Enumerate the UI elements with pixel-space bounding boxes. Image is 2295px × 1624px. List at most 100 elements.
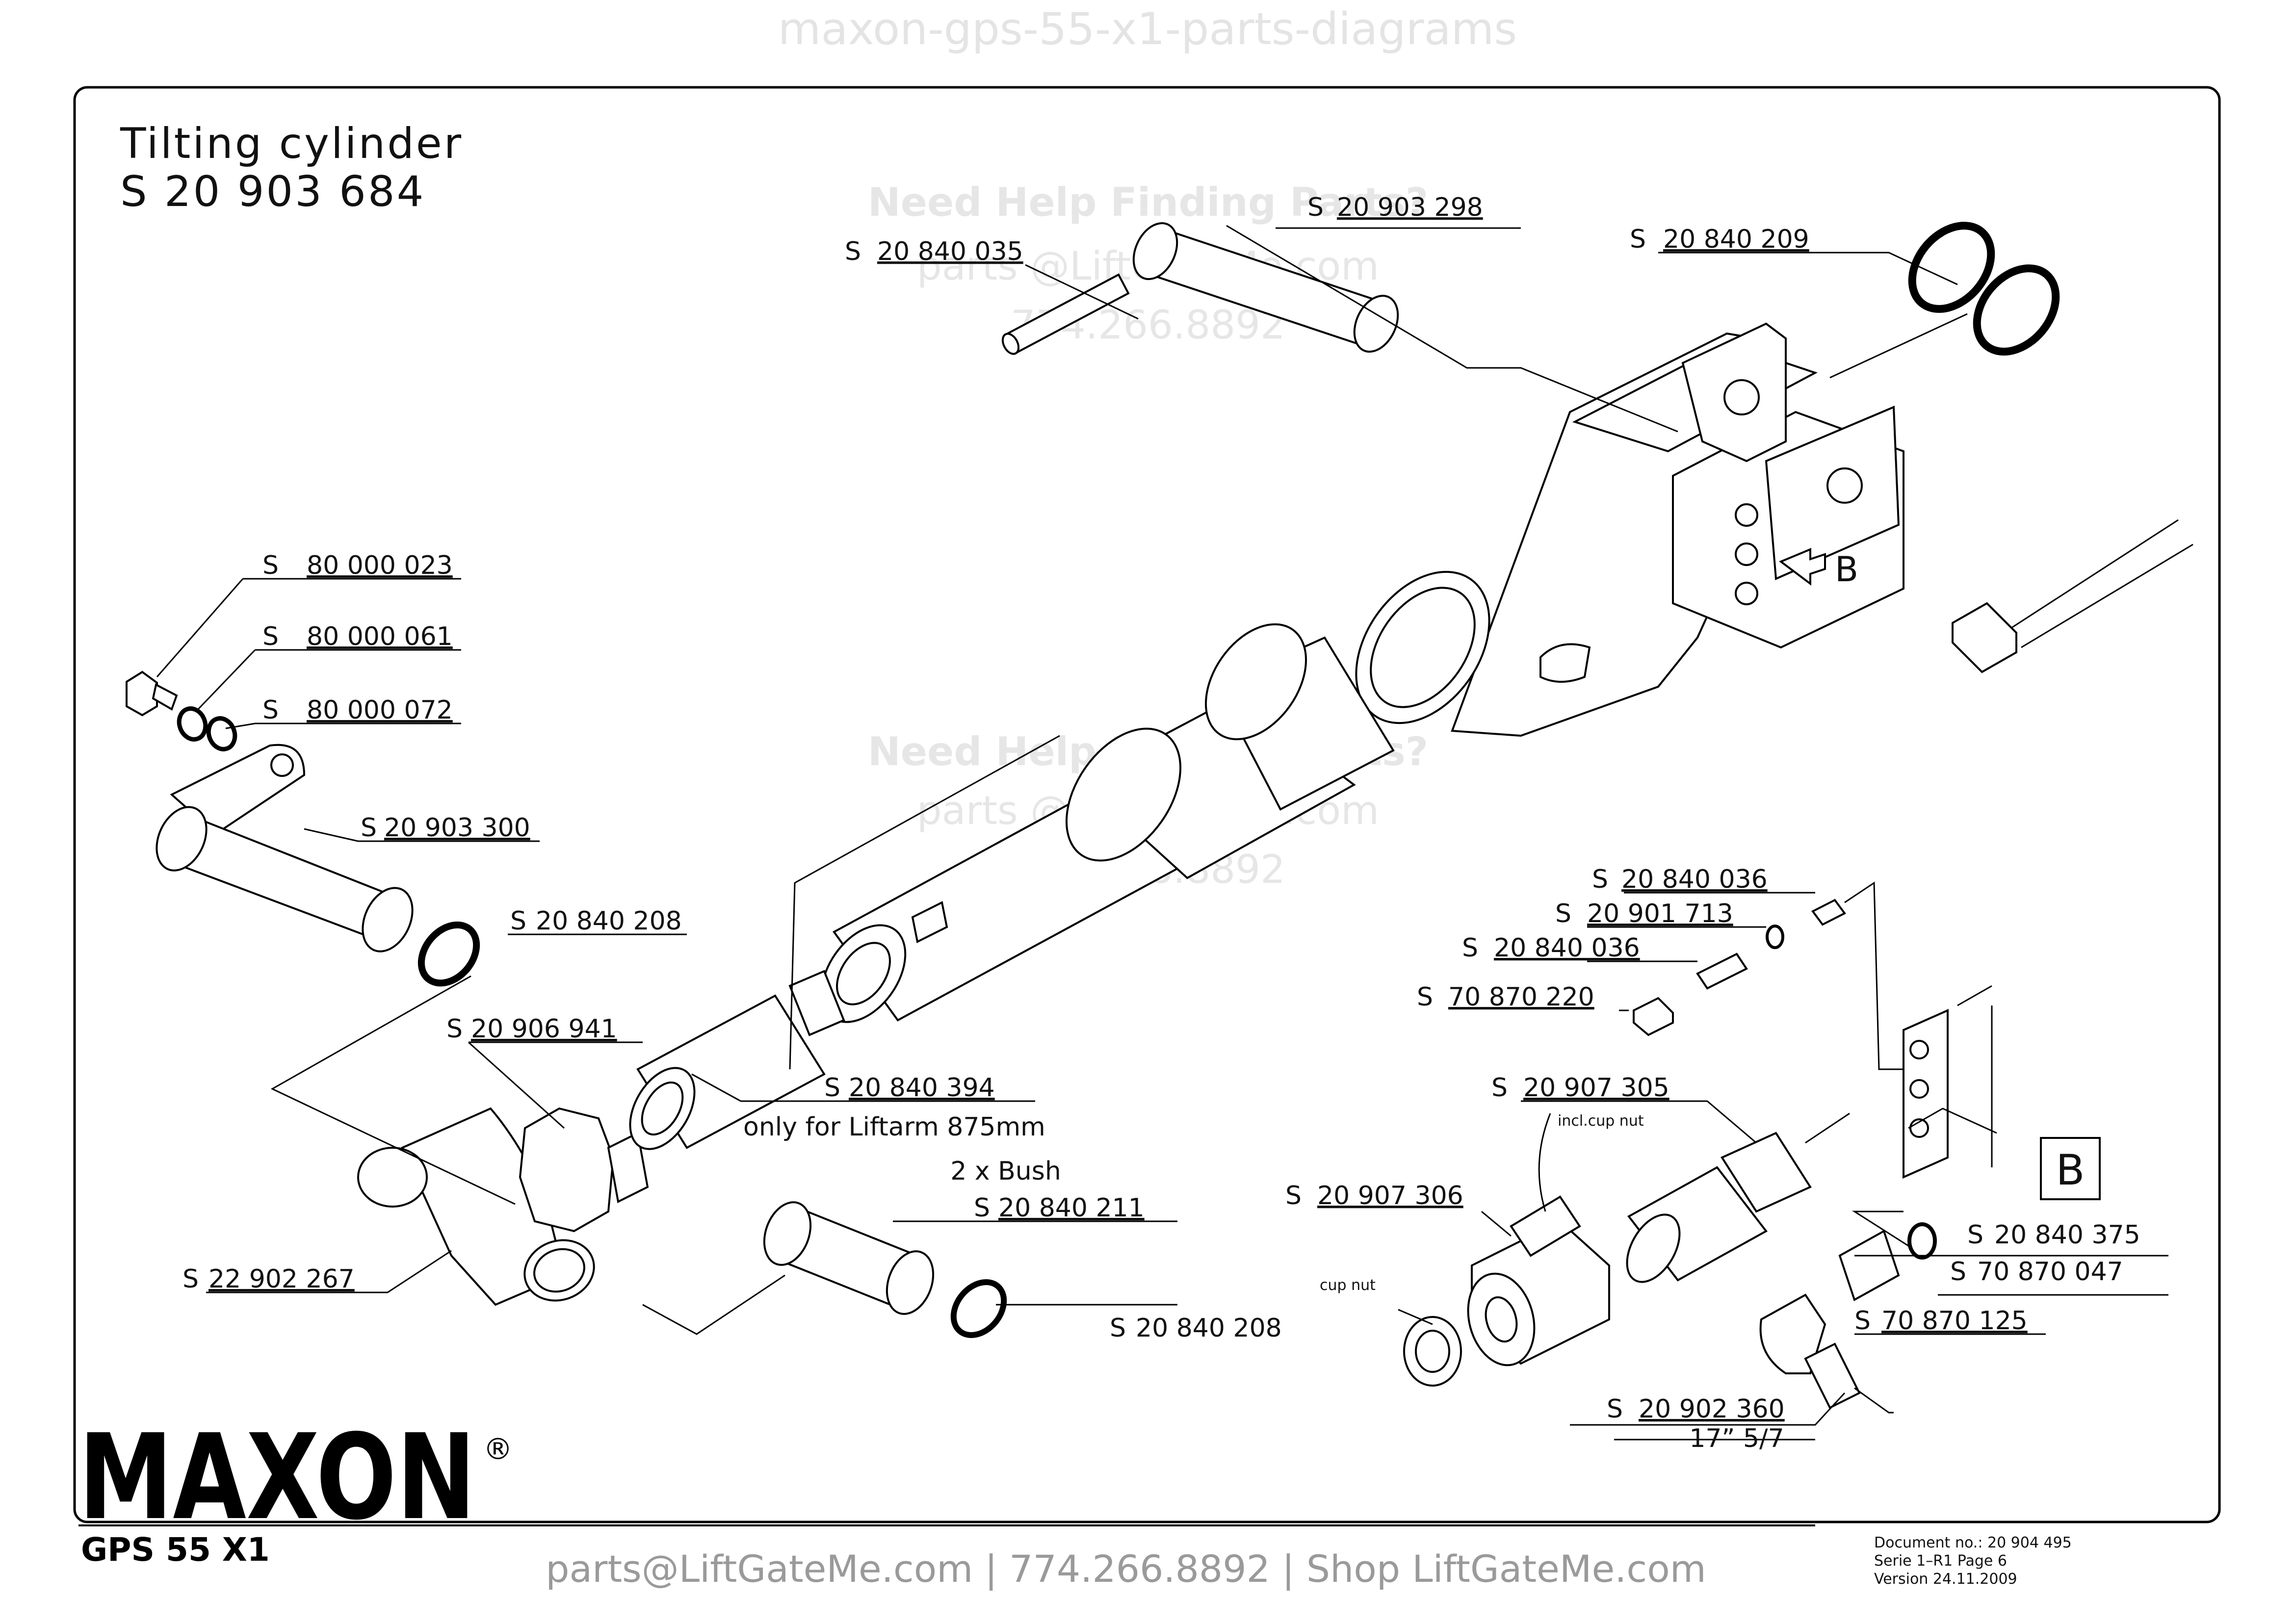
cup-nut-shape — [1403, 1316, 1462, 1387]
leader-lines — [156, 225, 2168, 1441]
svg-text:20 902 360: 20 902 360 — [1639, 1394, 1785, 1424]
hose-end-fitting-shape — [1952, 519, 2193, 673]
top-o-rings-shape — [1908, 222, 2060, 356]
svg-text:S: S — [361, 813, 377, 843]
svg-text:S: S — [1285, 1181, 1302, 1211]
flange-pin-shape — [156, 744, 414, 953]
part-label-seal-ring: S 20 840 375 — [1967, 1220, 2140, 1250]
svg-text:20 840 211: 20 840 211 — [998, 1193, 1145, 1223]
svg-text:S: S — [1491, 1073, 1508, 1103]
o-ring-bottom-shape — [950, 1279, 1007, 1338]
view-b-arrow-label: B — [1835, 549, 1858, 590]
o-ring-left-shape — [417, 921, 480, 987]
svg-text:S: S — [1592, 865, 1608, 894]
part-label-elbow-fitting: S 70 870 125 — [1854, 1306, 2028, 1336]
svg-text:20 840 208: 20 840 208 — [536, 906, 682, 936]
part-label-valve: S 20 907 305 incl.cup nut — [1491, 1073, 1669, 1130]
model-name: GPS 55 X1 — [81, 1531, 270, 1569]
svg-text:70 870 047: 70 870 047 — [1977, 1257, 2123, 1287]
svg-text:80 000 023: 80 000 023 — [307, 551, 453, 580]
svg-text:20 840 375: 20 840 375 — [1994, 1220, 2140, 1250]
piston-rod-shape — [820, 623, 1395, 1023]
solenoid-coil-shape — [1467, 1113, 1610, 1366]
svg-text:S: S — [824, 1073, 840, 1103]
part-label-bolt: S 80 000 023 — [262, 551, 453, 580]
svg-text:S: S — [1417, 982, 1433, 1012]
part-label-elbow: S 22 902 267 — [183, 1264, 355, 1294]
svg-text:S: S — [183, 1264, 199, 1294]
svg-text:80 000 061: 80 000 061 — [307, 622, 453, 651]
part-label-fitting-a: S 20 840 036 — [1592, 865, 1768, 894]
svg-text:70 870 125: 70 870 125 — [1881, 1306, 2028, 1336]
svg-text:20 840 394: 20 840 394 — [849, 1073, 995, 1103]
cartridge-valve-shape — [1626, 1132, 1812, 1283]
part-label-plug: S 70 870 220 — [1417, 982, 1594, 1012]
svg-text:S: S — [1307, 193, 1324, 222]
part-label-coil: S 20 907 306 — [1285, 1181, 1463, 1211]
svg-text:S: S — [1607, 1394, 1623, 1424]
svg-text:80 000 072: 80 000 072 — [307, 696, 453, 725]
svg-text:20 906 941: 20 906 941 — [471, 1014, 617, 1044]
header-watermark: maxon-gps-55-x1-parts-diagrams — [778, 3, 1517, 55]
svg-text:Serie 1–R1 Page 6: Serie 1–R1 Page 6 — [1874, 1552, 2007, 1570]
svg-text:Need Help Finding Parts?: Need Help Finding Parts? — [868, 180, 1428, 225]
svg-text:S: S — [1630, 225, 1646, 254]
svg-text:S: S — [262, 622, 279, 651]
svg-text:20 840 036: 20 840 036 — [1621, 865, 1768, 894]
hose-shape — [1804, 1342, 1894, 1414]
washer-2-shape — [206, 716, 237, 751]
part-label-oring-left: S 20 840 208 — [510, 906, 682, 936]
top-sleeve-shape — [1132, 222, 1399, 353]
part-label-hose: S 20 902 360 17” 5/7 — [1607, 1394, 1785, 1453]
part-label-washer-2: S 80 000 072 — [262, 696, 453, 725]
bolt-shape — [126, 670, 178, 717]
seal-ring-shape — [1907, 1222, 1937, 1260]
svg-text:S: S — [262, 696, 279, 725]
part-label-seal: S 20 901 713 — [1555, 899, 1733, 928]
part-label-flange-pin: S 20 903 300 — [361, 813, 530, 843]
part-label-sleeve-top: S 20 903 298 — [1307, 193, 1483, 222]
valve-block-shape — [1903, 1008, 1949, 1179]
maxon-logo: MAXON — [78, 1409, 476, 1546]
bush-shape — [763, 1201, 935, 1315]
part-label-adapter: S 20 840 394 only for Liftarm 875mm — [743, 1073, 1045, 1142]
part-label-nut: S 20 906 941 — [446, 1014, 617, 1044]
svg-text:S: S — [974, 1193, 990, 1223]
part-label-washer-1: S 80 000 061 — [262, 622, 453, 651]
svg-text:20 907 306: 20 907 306 — [1317, 1181, 1463, 1211]
part-label-pin: S 20 840 035 — [845, 237, 1023, 266]
registered-mark: ® — [483, 1432, 513, 1467]
elbow-fitting-shape — [1759, 1293, 1826, 1374]
part-label-oring-bottom: S 20 840 208 — [1110, 1314, 1282, 1343]
adapter-shape — [629, 970, 845, 1150]
cup-nut-note: cup nut — [1320, 1277, 1376, 1294]
nipple-shape — [1838, 1230, 1900, 1301]
svg-text:20 840 208: 20 840 208 — [1136, 1314, 1282, 1343]
view-b-box-label: B — [2056, 1146, 2085, 1195]
part-label-fitting-b: S 20 840 036 — [1462, 933, 1640, 963]
svg-text:S: S — [1462, 933, 1478, 963]
svg-text:S: S — [1950, 1257, 1966, 1287]
seal-shape — [1766, 925, 1784, 949]
svg-text:20 840 036: 20 840 036 — [1494, 933, 1640, 963]
diagram-title: Tilting cylinder — [120, 119, 463, 168]
svg-text:20 907 305: 20 907 305 — [1523, 1073, 1669, 1103]
svg-text:70 870 220: 70 870 220 — [1448, 982, 1594, 1012]
view-b-arrow-shape — [1779, 548, 1826, 586]
svg-text:20 901 713: 20 901 713 — [1587, 899, 1733, 928]
view-b-box — [2040, 1137, 2101, 1200]
svg-text:S: S — [845, 237, 861, 266]
part-label-oring-top: S 20 840 209 — [1630, 225, 1809, 254]
drawing-frame — [73, 86, 2221, 1523]
fitting-b-shape — [1696, 953, 1748, 990]
spring-pin-shape — [1001, 273, 1130, 355]
svg-text:S: S — [262, 551, 279, 580]
svg-text:Document no.: 20 904 495: Document no.: 20 904 495 — [1874, 1534, 2072, 1551]
adapter-note: only for Liftarm 875mm — [743, 1112, 1045, 1142]
assembly-number: S 20 903 684 — [120, 167, 425, 216]
svg-text:S: S — [446, 1014, 463, 1044]
fitting-a-shape — [1811, 899, 1847, 926]
hex-nut-shape — [519, 1107, 649, 1233]
